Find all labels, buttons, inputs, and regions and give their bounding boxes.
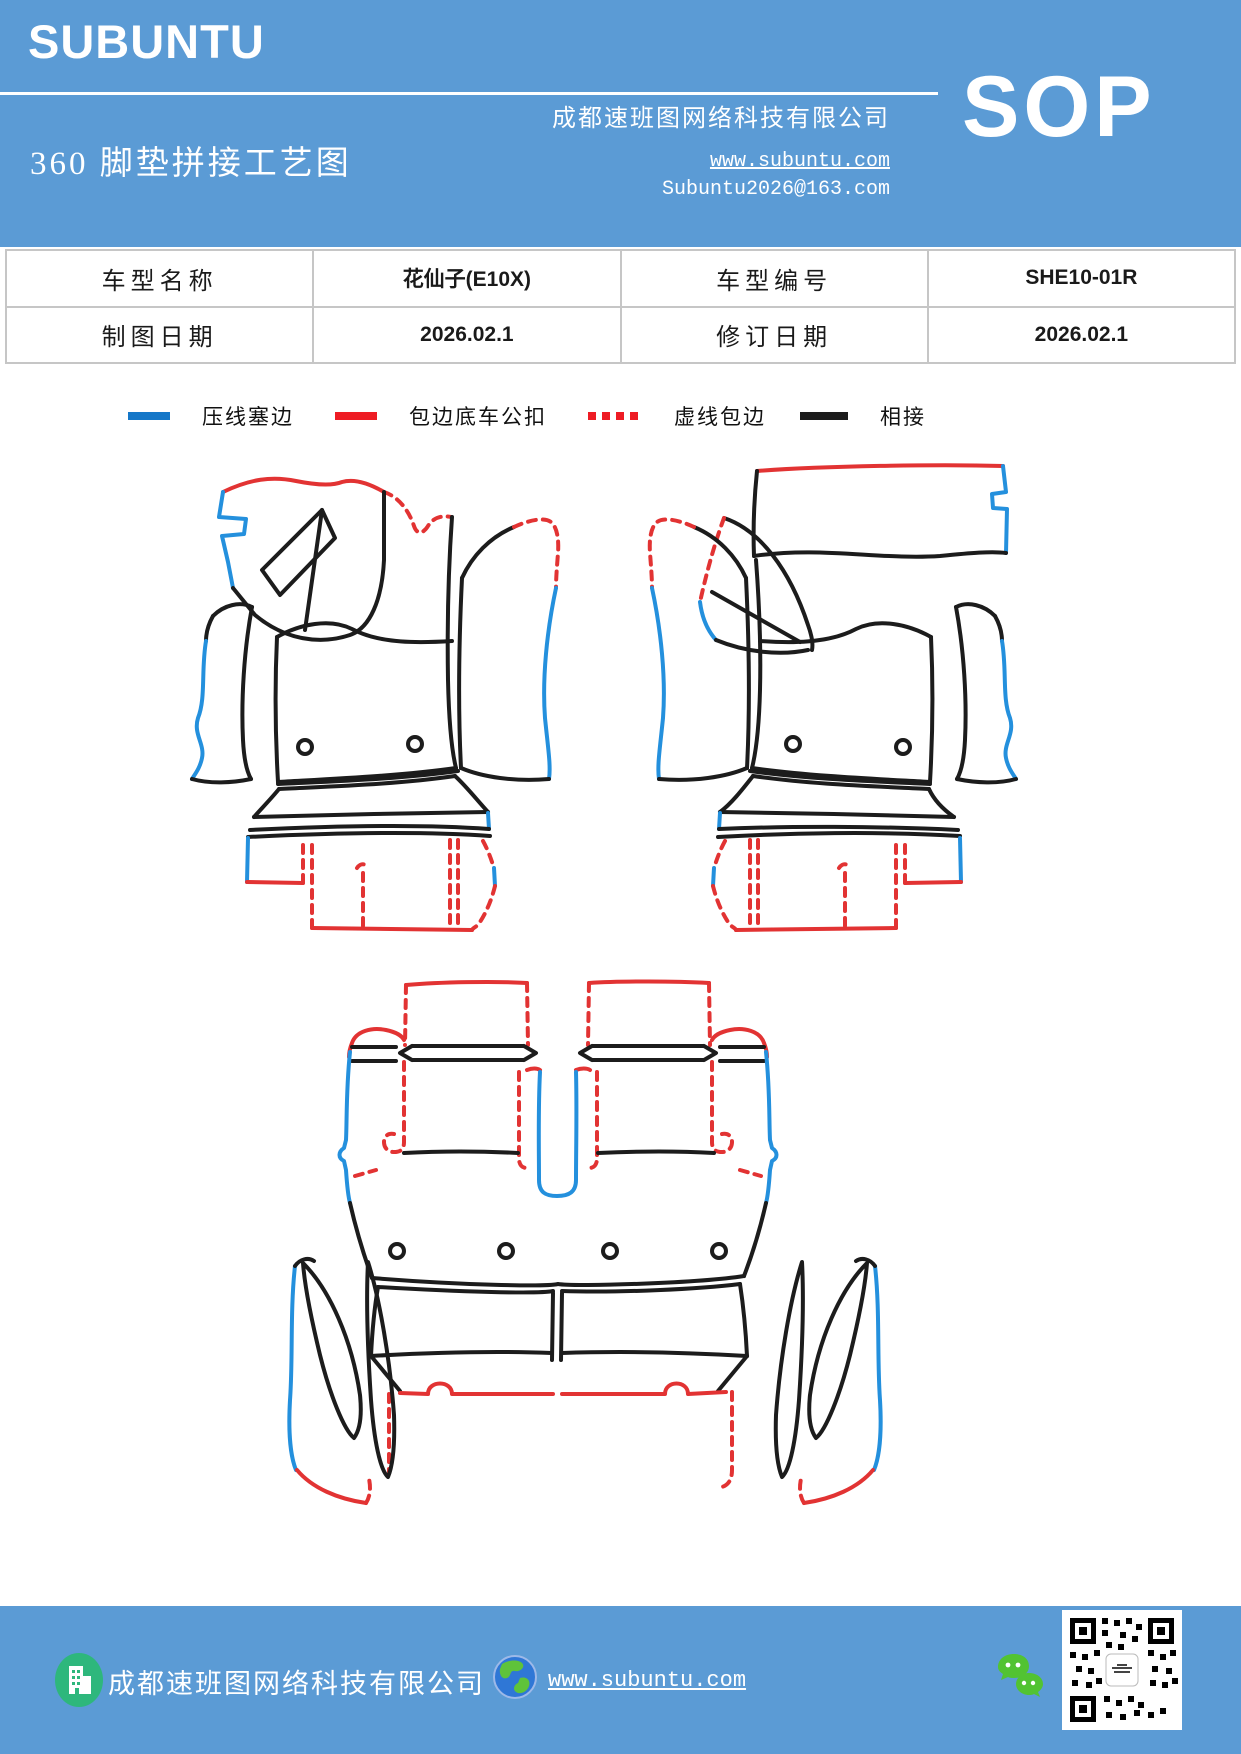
footer-company-name: 成都速班图网络科技有限公司 xyxy=(108,1669,485,1699)
draw-date-label: 制图日期 xyxy=(4,305,315,364)
revise-date-label: 修订日期 xyxy=(619,305,929,364)
draw-date-value: 2026.02.1 xyxy=(312,305,622,364)
red-dashed-swatch xyxy=(588,412,642,420)
brand-logo: SUBUNTU xyxy=(28,15,265,68)
legend-item-binding-buckle: 包边底车公扣 xyxy=(335,398,547,434)
rear-mat-diagram xyxy=(287,979,883,1505)
header-company-name: 成都速班图网络科技有限公司 xyxy=(552,106,890,132)
globe-icon xyxy=(493,1655,537,1699)
legend-item-dashed-binding: 虚线包边 xyxy=(588,398,766,434)
red-line-swatch xyxy=(335,412,377,420)
footer-band: 成都速班图网络科技有限公司 www.subuntu.com xyxy=(0,1606,1241,1754)
header-divider xyxy=(0,92,938,95)
table-row: 制图日期 2026.02.1 修订日期 2026.02.1 xyxy=(4,305,1237,364)
sop-badge: SOP xyxy=(962,59,1156,155)
legend-item-press-edge: 压线塞边 xyxy=(128,398,294,434)
header-band: SUBUNTU 成都速班图网络科技有限公司 SOP 360 脚垫拼接工艺图 ww… xyxy=(0,0,1241,247)
model-code-label: 车型编号 xyxy=(619,249,929,308)
qr-code xyxy=(1062,1610,1182,1730)
front-left-mat-diagram xyxy=(190,476,561,932)
building-icon xyxy=(55,1653,103,1707)
revise-date-value: 2026.02.1 xyxy=(926,305,1237,364)
legend-item-joint: 相接 xyxy=(800,398,926,434)
model-code-value: SHE10-01R xyxy=(926,249,1237,308)
header-email: Subuntu2026@163.com xyxy=(661,178,890,201)
wechat-icon xyxy=(998,1654,1043,1697)
table-row: 车型名称 花仙子(E10X) 车型编号 SHE10-01R xyxy=(4,249,1237,308)
footer-website-link[interactable]: www.subuntu.com xyxy=(548,1668,747,1693)
header-website-link[interactable]: www.subuntu.com xyxy=(709,150,890,173)
blue-line-swatch xyxy=(128,412,170,420)
page-title: 360 脚垫拼接工艺图 xyxy=(30,146,352,182)
front-right-mat-diagram xyxy=(647,463,1018,932)
model-name-label: 车型名称 xyxy=(4,249,315,308)
line-legend: 压线塞边 包边底车公扣 虚线包边 相接 xyxy=(0,398,1241,434)
model-name-value: 花仙子(E10X) xyxy=(312,249,622,308)
vehicle-info-table: 车型名称 花仙子(E10X) 车型编号 SHE10-01R 制图日期 2026.… xyxy=(4,249,1237,364)
black-line-swatch xyxy=(800,412,848,420)
